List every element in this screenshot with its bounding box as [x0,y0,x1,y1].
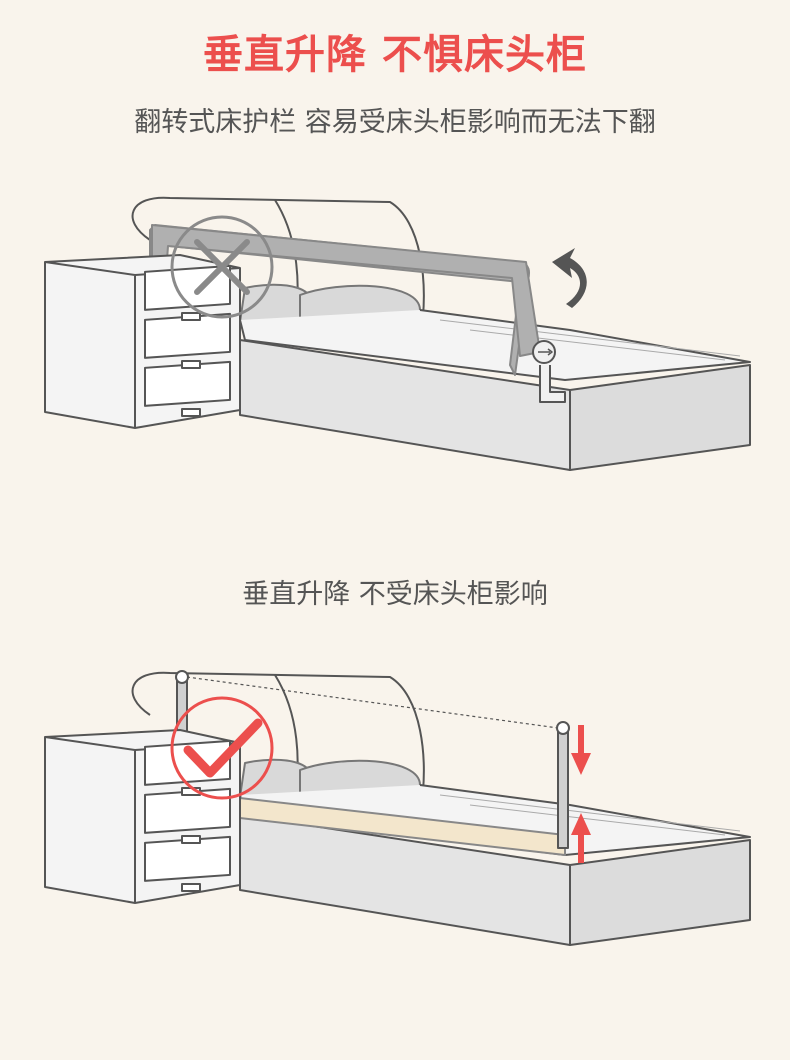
down-arrow-icon [571,725,591,775]
flip-arrow-icon [552,248,587,308]
up-arrow-icon [571,813,591,863]
rail-pole [557,727,569,849]
bed-end [569,364,751,471]
check-icon [170,696,274,800]
cross-icon [170,215,274,319]
flip-rail-caption: 翻转式床护栏 容易受床头柜影响而无法下翻 [134,107,656,138]
bed-end [569,839,751,946]
flip-rail-illustration [44,196,751,471]
vertical-rail-illustration [44,670,751,946]
page-title: 垂直升降 不惧床头柜 [203,32,587,78]
vertical-rail-caption: 垂直升降 不受床头柜影响 [242,579,548,610]
